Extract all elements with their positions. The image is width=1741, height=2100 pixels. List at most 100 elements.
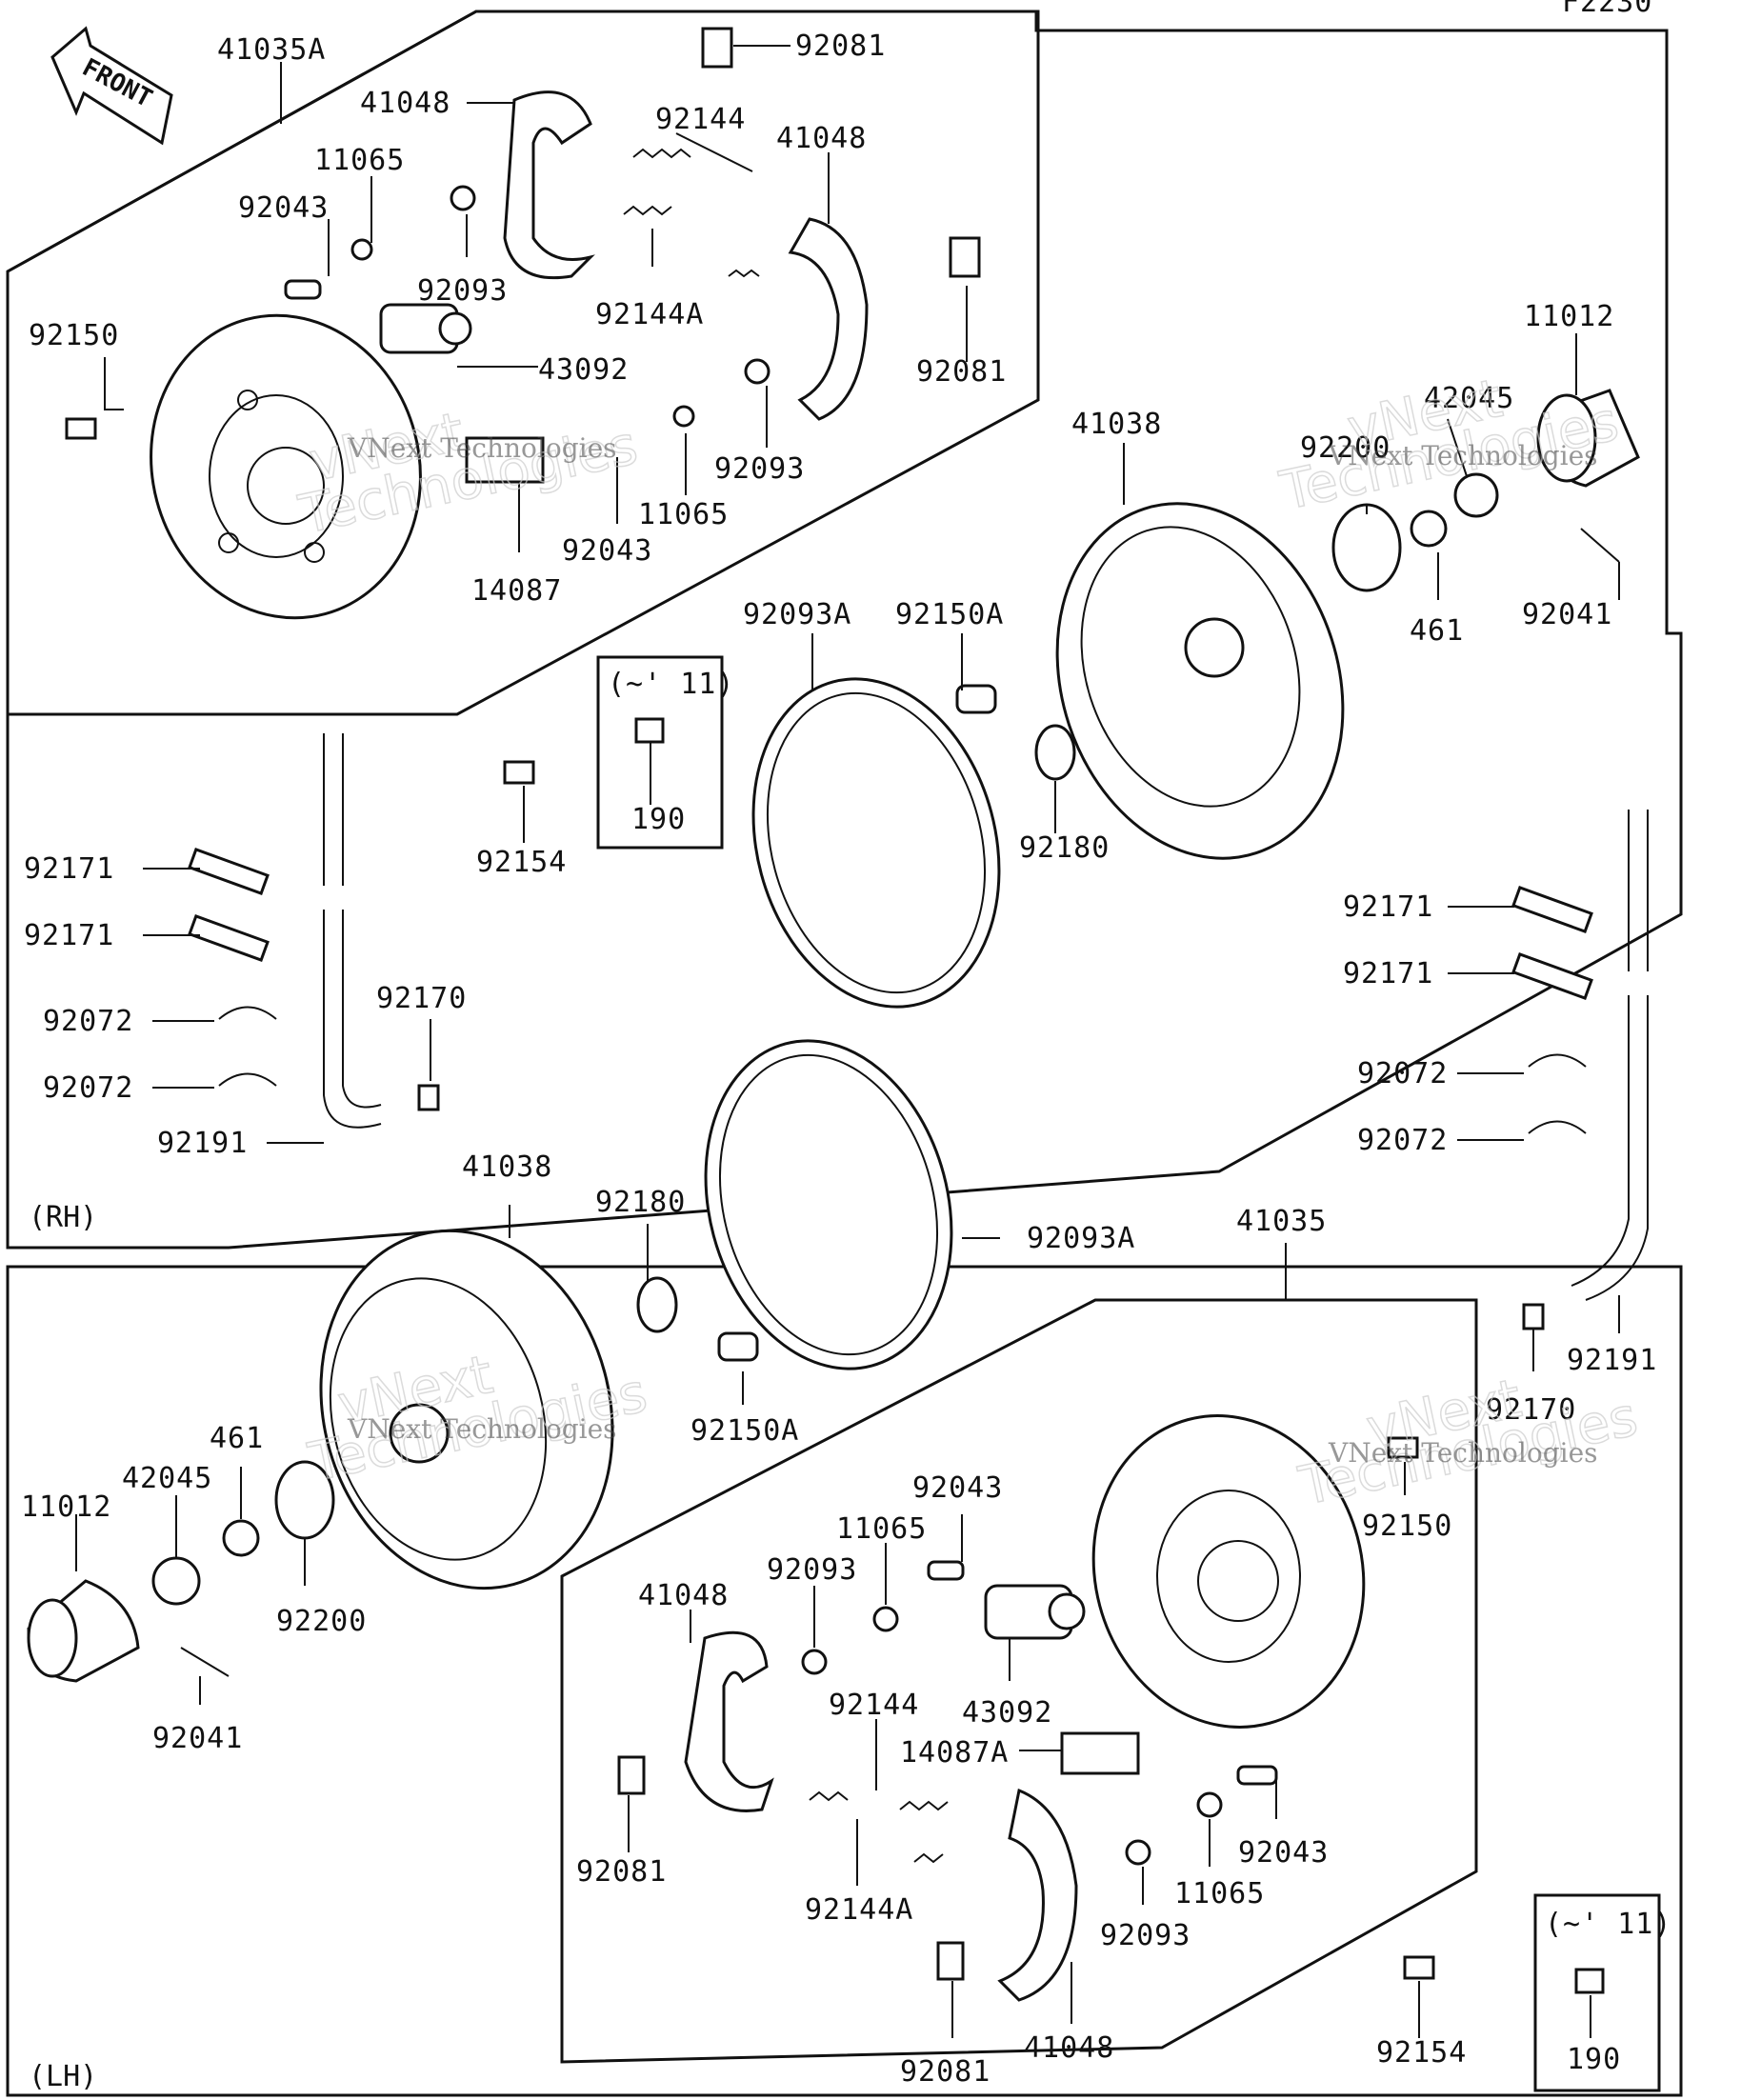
clip-92081-lh-1 <box>617 1755 646 1795</box>
plate-92171-lh-1 <box>1511 885 1593 934</box>
oring-92180-lh <box>636 1276 678 1333</box>
seal-ring-92093A-lh <box>704 1039 953 1370</box>
bracket-14087A <box>1060 1731 1140 1775</box>
label-92150-lh: 92150 <box>1362 1510 1452 1543</box>
label-11065-lh-2: 11065 <box>1174 1877 1265 1910</box>
clamp-92072-lh-2 <box>1528 1120 1587 1134</box>
label-92081-rh-2: 92081 <box>916 355 1007 389</box>
brake-shoe-lh-2 <box>997 1788 1078 2002</box>
label-92093-rh-1: 92093 <box>417 274 508 308</box>
clamp-92072-rh-2 <box>218 1072 277 1087</box>
label-41035A: 41035A <box>217 33 326 67</box>
label-92171-lh-2: 92171 <box>1343 957 1433 990</box>
plate-92171-lh-2 <box>1511 951 1593 1001</box>
serial-note-rh: (~' 11) <box>608 668 734 701</box>
label-92180-rh: 92180 <box>1019 831 1110 865</box>
label-92043-rh-2: 92043 <box>562 534 652 568</box>
brake-shoe-lh-1 <box>684 1630 774 1812</box>
label-92200-lh: 92200 <box>276 1605 367 1638</box>
washer-461-rh <box>1410 510 1448 548</box>
clip-92081-rh-1 <box>701 27 733 69</box>
brake-shoe-rh-2 <box>788 217 869 421</box>
label-92170-rh: 92170 <box>376 982 467 1015</box>
label-42045-lh: 42045 <box>122 1462 212 1495</box>
hub-cap-rh <box>1536 389 1640 488</box>
plate-92171-rh-1 <box>188 847 270 896</box>
washer-92093-lh-1 <box>801 1649 828 1675</box>
label-92144-lh: 92144 <box>829 1689 919 1722</box>
label-42045-rh: 42045 <box>1424 382 1514 415</box>
spring-92144-lh <box>899 1800 949 1811</box>
serial-note-box-rh <box>596 655 724 850</box>
label-41048-rh-1: 41048 <box>360 87 450 120</box>
svg-text:VNext Technologies: VNext Technologies <box>1328 1437 1598 1469</box>
label-92171-rh-1: 92171 <box>24 852 114 886</box>
clip-92081-lh-2 <box>936 1941 965 1981</box>
svg-text:VNext Technologies: VNext Technologies <box>1328 440 1598 471</box>
svg-text:VNext Technologies: VNext Technologies <box>347 432 617 464</box>
label-92043-rh-1: 92043 <box>238 191 329 225</box>
clamp-92072-lh-1 <box>1528 1053 1587 1068</box>
seal-ring-92093A-rh <box>751 677 1001 1009</box>
cotter-pin-92041-lh <box>180 1647 230 1677</box>
label-461-rh: 461 <box>1410 614 1464 648</box>
label-92200-rh: 92200 <box>1300 431 1391 465</box>
label-92072-rh-1: 92072 <box>43 1005 133 1038</box>
label-14087: 14087 <box>471 574 562 608</box>
bracket-14087 <box>465 436 545 484</box>
label-92093-rh-2: 92093 <box>714 452 805 486</box>
spring-92144A-rh <box>623 205 672 216</box>
washer-92200-rh <box>1331 503 1402 592</box>
svg-text:VNext Technologies: VNext Technologies <box>347 1413 617 1445</box>
part-number-labels: 41035A 41048 92081 92144 41048 11065 920… <box>21 30 1657 2089</box>
clamp-92170-lh <box>1522 1303 1545 1330</box>
label-92144-rh: 92144 <box>655 103 746 136</box>
label-92043-lh-2: 92043 <box>1238 1836 1329 1870</box>
section-label-lh: (LH) <box>29 2060 97 2093</box>
label-41038-rh: 41038 <box>1071 408 1162 441</box>
rh-inner-panel <box>7 10 1040 716</box>
label-11065-rh-1: 11065 <box>314 144 405 177</box>
front-direction-arrow: FRONT <box>50 26 173 146</box>
clip-92081-rh-2 <box>949 236 981 278</box>
label-43092-rh: 43092 <box>538 353 629 387</box>
hub-cap-lh <box>27 1579 140 1683</box>
bolt-92150-rh <box>65 417 97 440</box>
label-92081-lh-1: 92081 <box>576 1855 667 1889</box>
washer-92093-rh <box>450 185 476 211</box>
label-92150-rh: 92150 <box>29 319 119 352</box>
label-41048-lh-1: 41048 <box>638 1579 729 1612</box>
bolt-92150A-rh <box>955 684 997 714</box>
brake-drum-lh <box>319 1229 614 1590</box>
pin-92043-rh <box>284 279 322 300</box>
label-92150A-rh: 92150A <box>895 598 1004 631</box>
label-92072-rh-2: 92072 <box>43 1071 133 1105</box>
wheel-cylinder-lh <box>984 1584 1086 1640</box>
label-92072-lh-2: 92072 <box>1357 1124 1448 1157</box>
label-92072-lh-1: 92072 <box>1357 1057 1448 1090</box>
wheel-cylinder-rh <box>379 303 472 354</box>
label-11012-lh: 11012 <box>21 1490 111 1524</box>
washer-11065-lh-1 <box>872 1606 899 1632</box>
label-41048-rh-2: 41048 <box>776 122 867 155</box>
label-92093A-rh: 92093A <box>743 598 851 631</box>
washer-11065-rh <box>350 238 373 261</box>
label-92093A-lh: 92093A <box>1027 1222 1135 1255</box>
nut-42045-lh <box>151 1556 201 1606</box>
label-92171-rh-2: 92171 <box>24 919 114 952</box>
label-92043-lh-1: 92043 <box>912 1471 1003 1505</box>
spring-92144A-lh <box>809 1790 944 1864</box>
plate-92171-rh-2 <box>188 913 270 963</box>
bolt-92150A-lh <box>717 1331 759 1362</box>
pin-92043-lh-2 <box>1236 1765 1278 1786</box>
spring-92144-rh <box>632 148 691 159</box>
washer-11065-rh-b <box>672 405 695 428</box>
label-41038-lh: 41038 <box>462 1150 552 1184</box>
watermark-bottom-right: vNext Technologies VNext Technologies <box>1293 1367 1644 1518</box>
clamp-92072-rh-1 <box>218 1006 277 1020</box>
oring-92180-rh <box>1034 724 1076 781</box>
label-92191-lh: 92191 <box>1567 1344 1657 1377</box>
section-label-rh: (RH) <box>29 1201 97 1234</box>
washer-92093-rh-b <box>744 358 770 385</box>
